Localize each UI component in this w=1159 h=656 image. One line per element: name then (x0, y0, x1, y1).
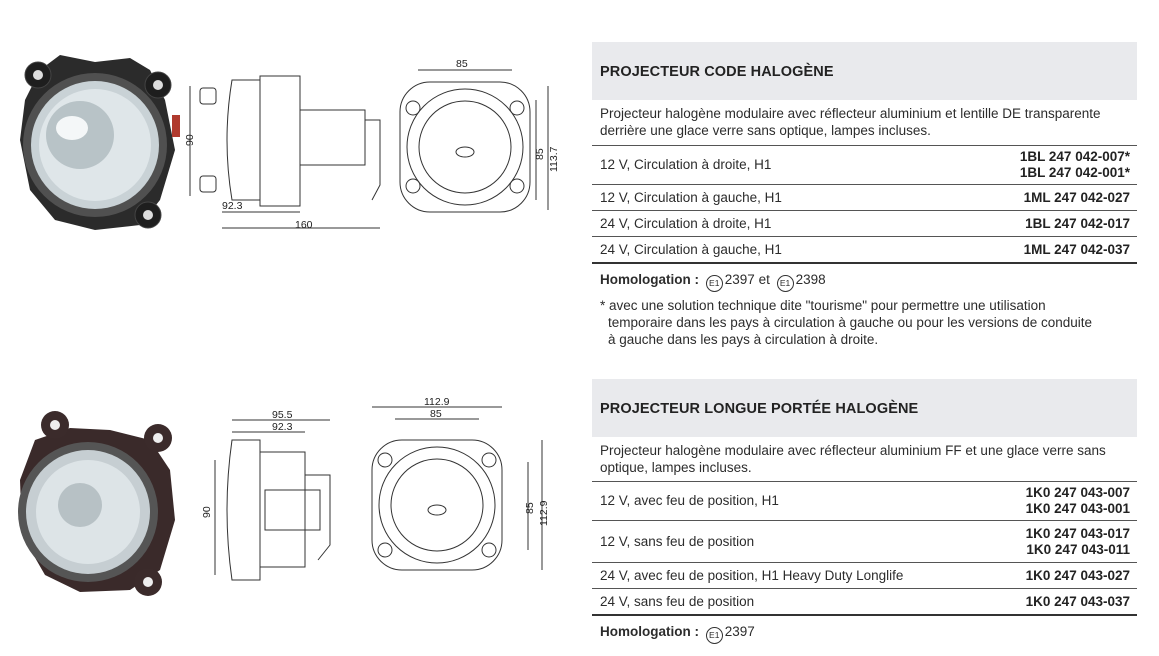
front-view-drawing-code (399, 69, 549, 213)
dim-side-w1-code: 92.3 (222, 200, 243, 212)
section-header-longue-portee: PROJECTEUR LONGUE PORTÉE HALOGÈNE (592, 379, 1137, 437)
e1-mark-icon: E1 (705, 627, 723, 644)
side-view-drawing-longue-portee (214, 419, 331, 581)
side-view-drawing-code (189, 75, 381, 229)
headlamp-photo-longue-portee (18, 411, 175, 596)
dim-front-h-inner-lp: 85 (524, 502, 536, 514)
footnote-line: à gauche dans les pays à circulation à d… (608, 332, 879, 347)
row-label: 12 V, Circulation à droite, H1 (600, 157, 772, 172)
product-code: 1K0 247 043-001 (1025, 501, 1130, 516)
product-code: 1ML 247 042-027 (1023, 190, 1130, 205)
e1-mark-icon: E1 (776, 275, 794, 292)
row-label: 24 V, avec feu de position, H1 Heavy Dut… (600, 568, 904, 583)
homologation-label: Homologation : (600, 624, 699, 639)
table-row: 12 V, Circulation à gauche, H1 1ML 247 0… (592, 185, 1137, 211)
dim-front-h-outer-lp: 112.9 (538, 500, 550, 526)
row-label: 12 V, avec feu de position, H1 (600, 493, 779, 508)
dim-front-w-outer-lp: 112.9 (424, 396, 450, 408)
row-label: 12 V, Circulation à gauche, H1 (600, 190, 782, 205)
front-view-drawing-longue-portee (371, 406, 543, 571)
section-title-code: PROJECTEUR CODE HALOGÈNE (600, 64, 834, 80)
table-row: 24 V, Circulation à gauche, H1 1ML 247 0… (592, 237, 1137, 264)
product-code: 1K0 247 043-011 (1026, 542, 1130, 557)
product-code: 1BL 247 042-007* (1019, 149, 1130, 164)
homologation-number: 2397 (724, 272, 755, 287)
table-divider (592, 481, 1137, 482)
product-code: 1ML 247 042-037 (1023, 242, 1130, 257)
table-divider (592, 145, 1137, 146)
row-code-list: 1K0 247 043-017 1K0 247 043-011 (1026, 526, 1130, 558)
homologation-number: 2397 (724, 624, 755, 639)
table-row: 24 V, Circulation à droite, H1 1BL 247 0… (592, 211, 1137, 237)
table-row: 24 V, sans feu de position 1K0 247 043-0… (592, 589, 1137, 616)
table-row: 12 V, sans feu de position 1K0 247 043-0… (592, 521, 1137, 563)
product-code: 1K0 247 043-027 (1025, 568, 1130, 583)
section-header-code: PROJECTEUR CODE HALOGÈNE (592, 42, 1137, 100)
dim-front-w-code: 85 (456, 58, 468, 70)
table-row: 12 V, avec feu de position, H1 1K0 247 0… (592, 482, 1137, 521)
dim-front-h-inner-code: 85 (534, 148, 546, 160)
product-code: 1K0 247 043-007 (1025, 485, 1130, 500)
footnote-line: temporaire dans les pays à circulation à… (608, 315, 1093, 330)
product-drawings: 90 92.3 160 85 85 113.7 (18, 55, 560, 596)
dim-front-h-outer-code: 113.7 (548, 146, 560, 172)
row-label: 24 V, Circulation à droite, H1 (600, 216, 772, 231)
dim-side-h-lp: 90 (201, 506, 213, 518)
row-label: 12 V, sans feu de position (600, 534, 755, 549)
row-label: 24 V, sans feu de position (600, 594, 755, 609)
table-row: 12 V, Circulation à droite, H1 1BL 247 0… (592, 146, 1137, 185)
row-code-list: 1K0 247 043-007 1K0 247 043-001 (1026, 485, 1130, 517)
dim-side-w1-lp: 95.5 (272, 409, 293, 421)
section-description-longue-portee: Projecteur halogène modulaire avec réfle… (600, 443, 1106, 475)
table-row: 24 V, avec feu de position, H1 Heavy Dut… (592, 563, 1137, 589)
section-description-code: Projecteur halogène modulaire avec réfle… (600, 106, 1101, 138)
dim-side-w2-code: 160 (295, 219, 313, 231)
footnote: * avec une solution technique dite "tour… (600, 297, 1140, 348)
dim-side-h-code: 90 (184, 134, 196, 146)
product-code: 1K0 247 043-017 (1025, 526, 1130, 541)
footnote-line: * avec une solution technique dite "tour… (600, 298, 1046, 313)
dim-front-w-inner-lp: 85 (430, 408, 442, 420)
homologation-label: Homologation : (600, 272, 699, 287)
product-code: 1K0 247 043-037 (1025, 594, 1130, 609)
product-code: 1BL 247 042-001* (1019, 165, 1130, 180)
row-label: 24 V, Circulation à gauche, H1 (600, 242, 782, 257)
e1-mark-icon: E1 (705, 275, 723, 292)
homologation-conjunction: et (758, 272, 770, 287)
homologation-number: 2398 (795, 272, 826, 287)
product-code: 1BL 247 042-017 (1025, 216, 1130, 231)
dim-side-w2-lp: 92.3 (272, 421, 293, 433)
section-title-longue-portee: PROJECTEUR LONGUE PORTÉE HALOGÈNE (600, 401, 919, 417)
row-code-list: 1BL 247 042-007* 1BL 247 042-001* (1020, 149, 1130, 181)
headlamp-photo-code (20, 55, 180, 230)
